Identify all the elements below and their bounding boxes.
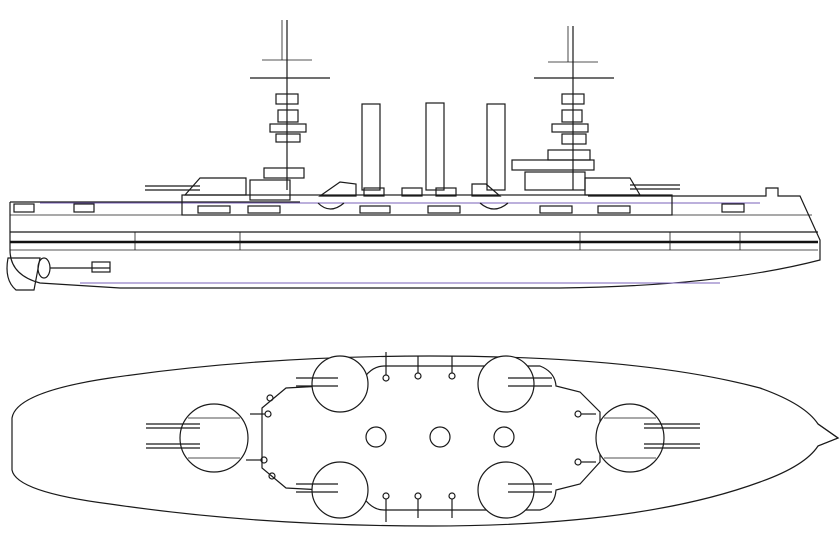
secondary-turret-aft <box>318 181 357 197</box>
aft-mast <box>250 20 330 190</box>
rudder <box>6 257 41 291</box>
funnel-aft <box>361 103 381 191</box>
wing-turret-aft-starboard <box>296 461 369 519</box>
casemates <box>13 187 745 214</box>
funnel-base-mid <box>429 426 451 448</box>
fore-mast <box>534 26 614 190</box>
light-guns <box>246 352 596 522</box>
wing-turret-aft-port <box>296 355 369 413</box>
shaft-bracket <box>91 261 111 273</box>
hull-frames <box>134 232 741 250</box>
aft-deckhouse <box>249 179 291 201</box>
funnel-mid <box>425 102 445 191</box>
bow-tip <box>817 423 840 447</box>
aft-turret <box>183 177 247 196</box>
plan-view <box>11 352 840 527</box>
funnel-base-fwd <box>493 426 515 448</box>
propeller <box>37 257 51 279</box>
wing-turret-fwd-port <box>477 355 552 413</box>
secondary-turret-fwd <box>471 183 502 197</box>
wing-turret-fwd-starboard <box>477 461 552 519</box>
plan-deckhouse <box>261 365 601 511</box>
fwd-bridge <box>524 171 586 191</box>
fwd-turret <box>584 177 642 196</box>
plan-turret-aft <box>146 403 249 473</box>
funnel-fwd <box>486 103 506 191</box>
plan-hull <box>11 355 840 527</box>
funnel-base-aft <box>365 426 387 448</box>
sponson-fwd <box>479 202 509 210</box>
profile-hull <box>9 187 821 289</box>
sponson-aft <box>317 202 345 210</box>
main-deck-house <box>181 194 673 216</box>
profile-view <box>6 20 821 291</box>
fwd-bridge-deck <box>511 159 595 171</box>
plan-turret-fwd <box>595 403 700 473</box>
